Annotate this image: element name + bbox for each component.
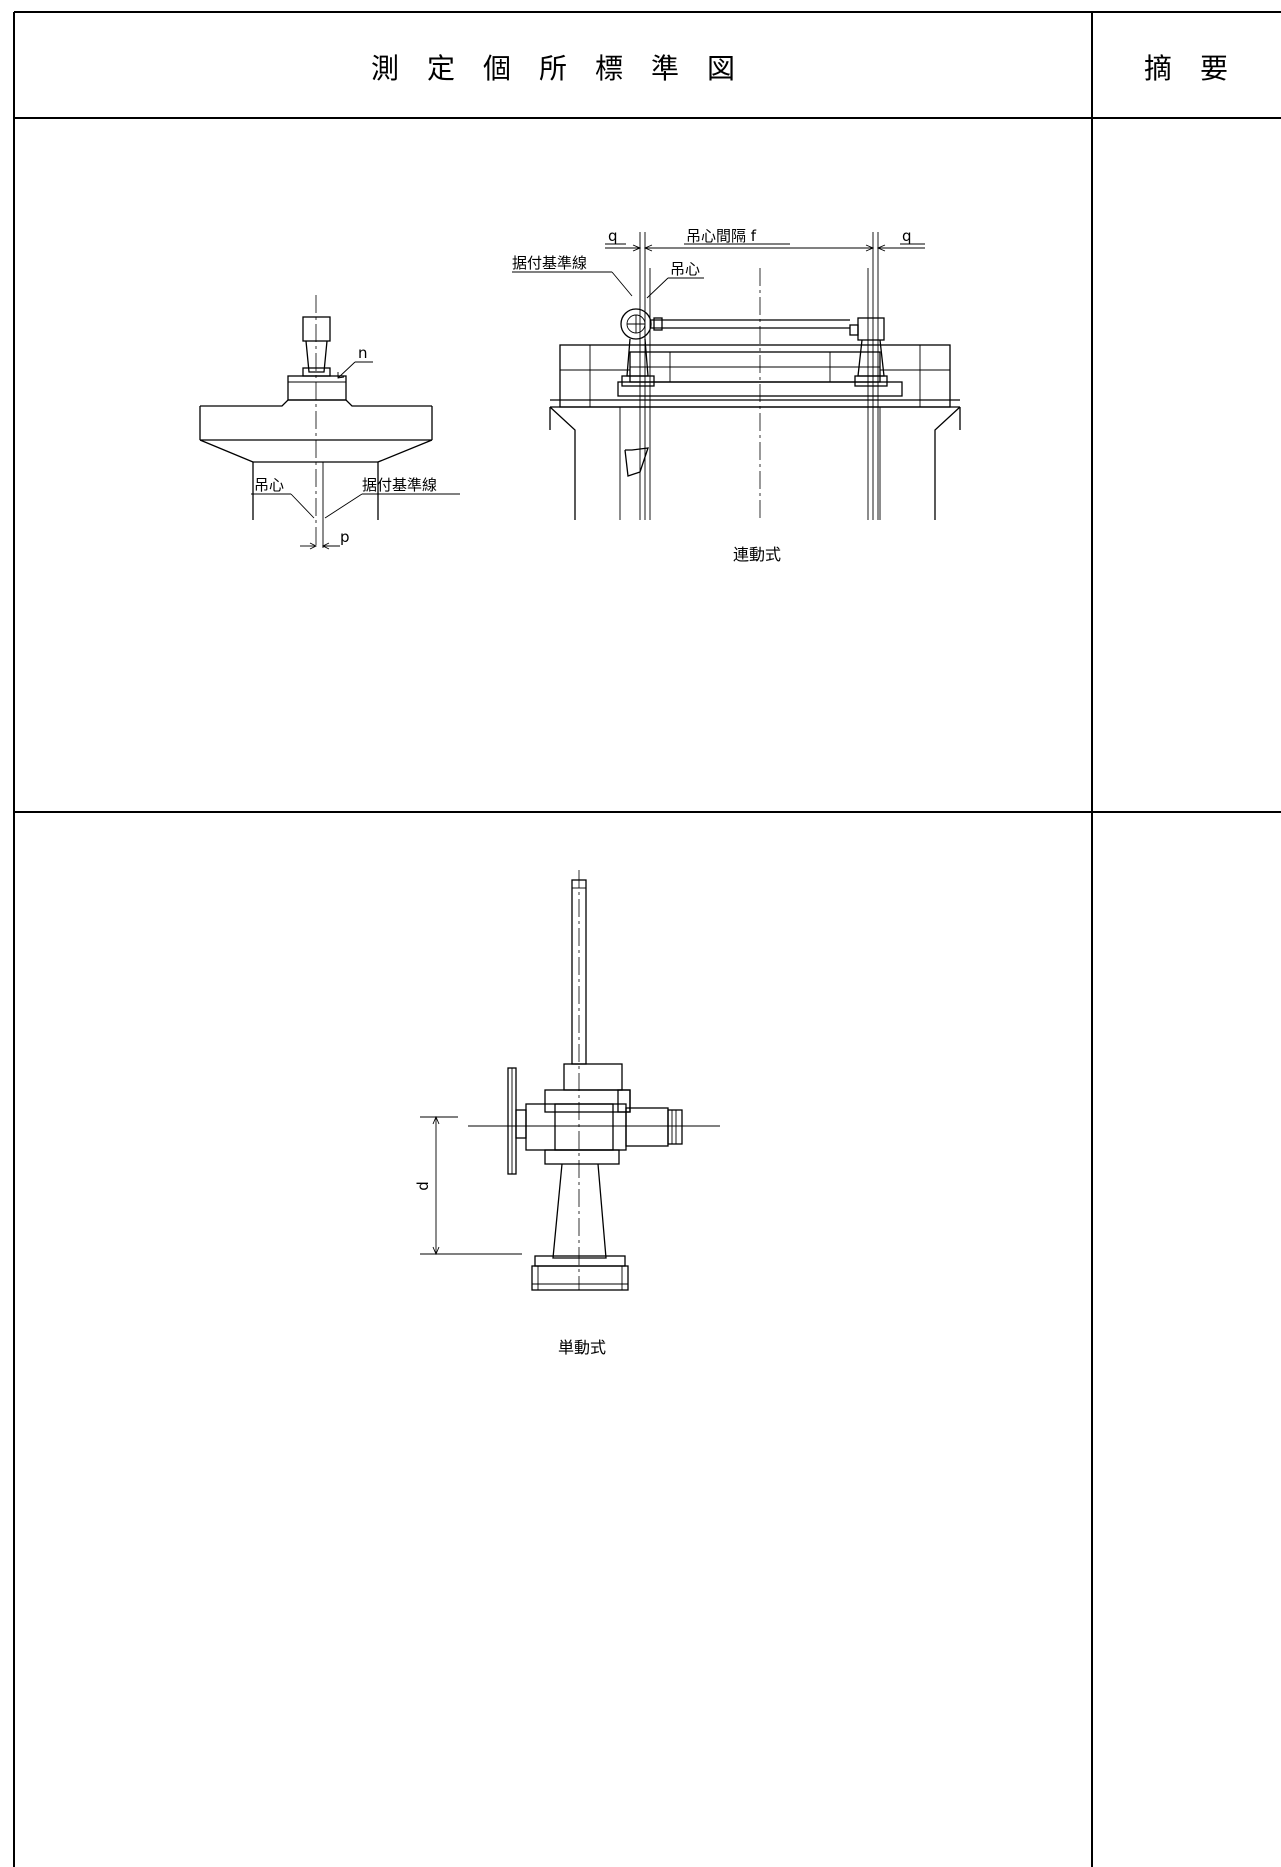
label-datum-right: 据付基準線 (512, 254, 587, 272)
label-hoist-center-left: 吊心 (254, 476, 284, 494)
label-q-left: q (608, 227, 618, 245)
section-view-left (199, 295, 460, 550)
label-datum-left: 据付基準線 (362, 476, 437, 494)
page-title: 測 定 個 所 標 準 図 (371, 52, 735, 85)
table-frame (13, 11, 1281, 1867)
label-hoist-interval: 吊心間隔 f (686, 227, 757, 245)
elevation-single-type (420, 870, 720, 1291)
label-d: d (414, 1181, 432, 1191)
elevation-linked-type (512, 232, 961, 520)
label-hoist-center-right: 吊心 (670, 260, 700, 278)
caption-single-type: 単動式 (558, 1338, 606, 1357)
caption-linked-type: 連動式 (733, 545, 781, 564)
label-p: p (340, 528, 350, 546)
label-n: n (358, 344, 368, 362)
remarks-header: 摘 要 (1144, 52, 1228, 85)
label-q-right: q (902, 227, 912, 245)
